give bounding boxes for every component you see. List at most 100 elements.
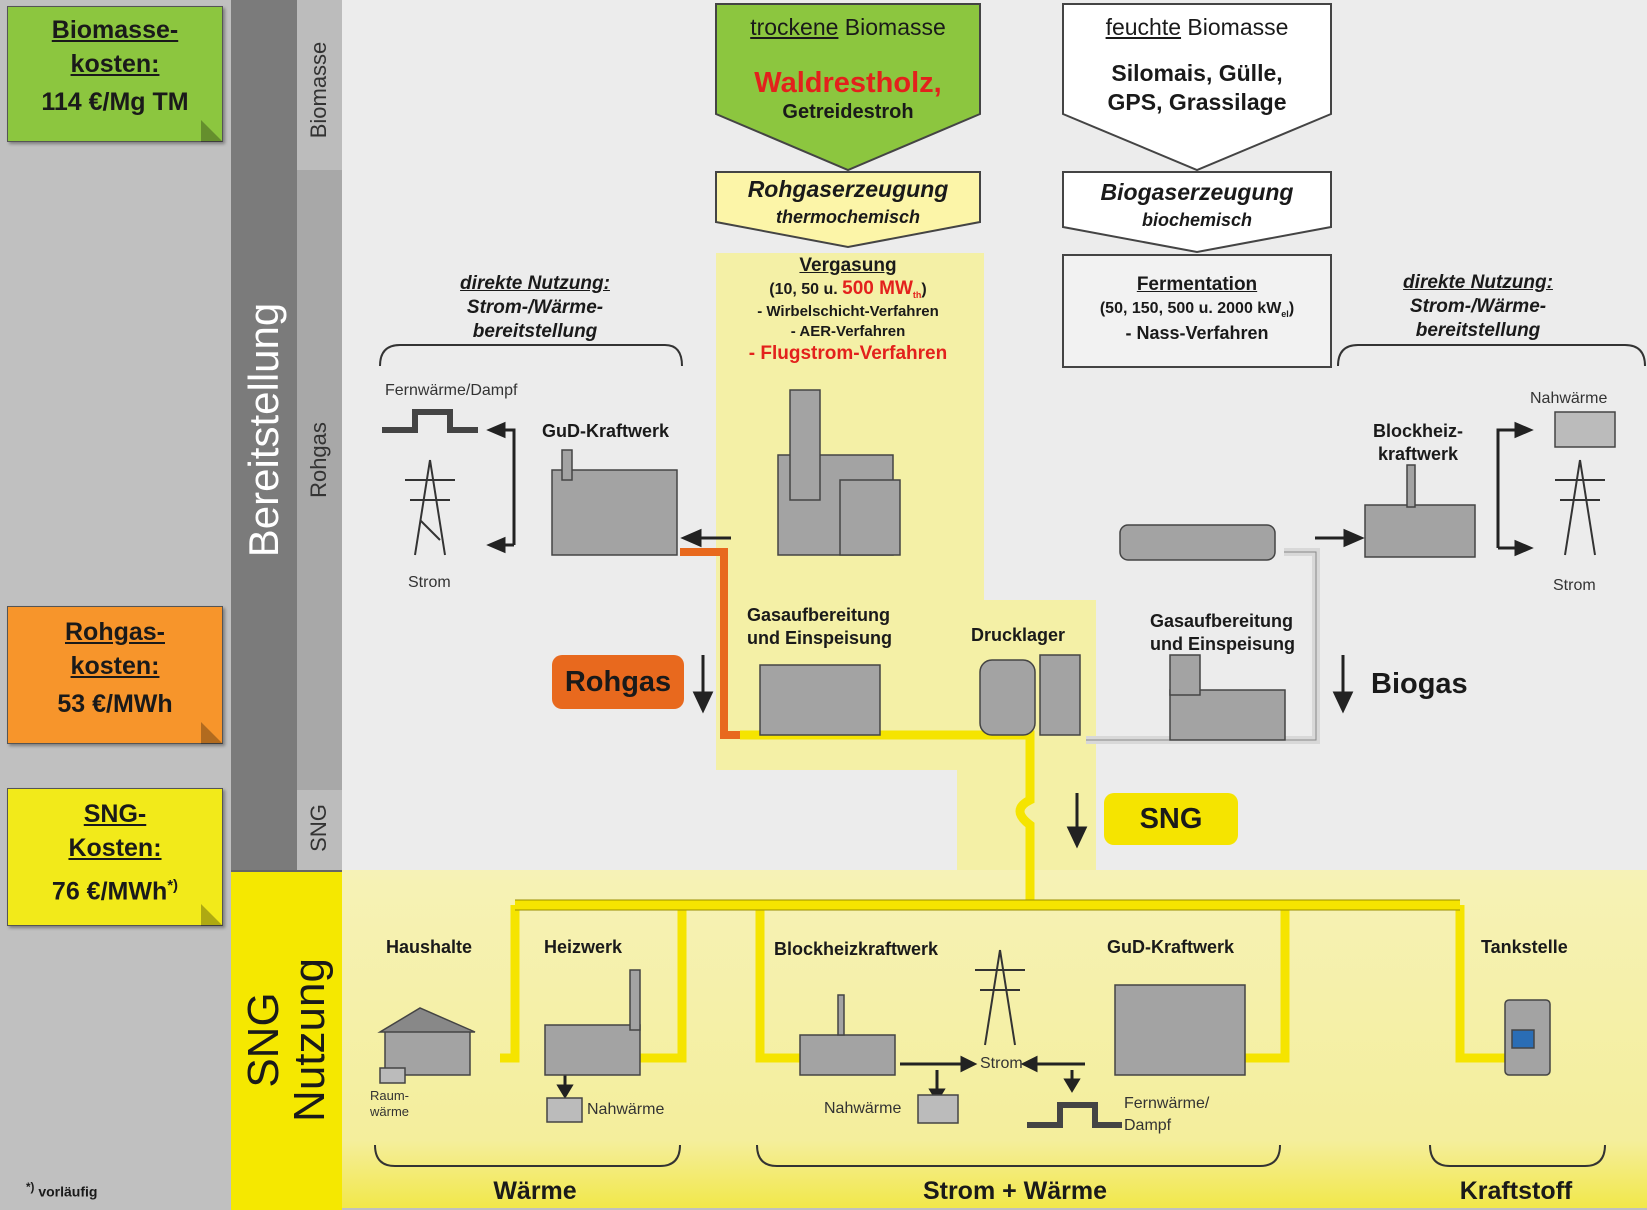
sng-pipe-heizwerk xyxy=(640,905,687,1063)
wet-biomass-title-rest: Biomasse xyxy=(1181,14,1289,40)
sng-cost-footnote-mark: *) xyxy=(167,877,179,894)
bhkw-plant-right xyxy=(1364,504,1476,558)
sng-pipe-left xyxy=(500,905,520,1063)
band-sng-nutzung xyxy=(231,870,342,1210)
right-strom-label: Strom xyxy=(1553,577,1596,594)
dry-biomass-title-underlined: trockene xyxy=(750,14,839,40)
wet-biomass-title: feuchte Biomasse xyxy=(1105,14,1289,40)
sng-cost-note: SNG- Kosten: 76 €/MWh*) xyxy=(7,788,223,926)
biogas-process-title: Biogaserzeugung xyxy=(1100,179,1294,205)
band-bereitstellung xyxy=(231,0,297,870)
sng-cost-value: 76 €/MWh xyxy=(51,877,168,906)
wet-biomass-line2: GPS, Grassilage xyxy=(1107,89,1287,115)
direct-left-1: direkte Nutzung: xyxy=(460,273,610,294)
left-gud-label: GuD-Kraftwerk xyxy=(542,421,670,441)
sng-pipe-tank xyxy=(1455,905,1505,1063)
arrow-right-split xyxy=(1496,428,1520,550)
footnote-text: vorläufig xyxy=(38,1183,98,1200)
vergasung-item-3: - Flugstrom-Verfahren xyxy=(748,343,948,364)
note-fold xyxy=(201,904,223,926)
fermentation-item-1: - Nass-Verfahren xyxy=(1125,323,1269,343)
rohgas-process-title: Rohgaserzeugung xyxy=(747,176,949,202)
category-waerme: Wärme xyxy=(493,1177,577,1205)
left-strom-label: Strom xyxy=(408,574,451,591)
rohgas-pipe xyxy=(680,548,740,739)
fermentation-scale-sub: el xyxy=(1281,309,1289,320)
dry-biomass-main: Waldrestholz, xyxy=(754,67,942,99)
gas-treatment-right-1: Gasaufbereitung xyxy=(1150,611,1294,631)
pylon-usage xyxy=(975,949,1025,1046)
pylon-right xyxy=(1555,459,1605,556)
dry-biomass-title-rest: Biomasse xyxy=(838,14,946,40)
vergasung-scale-sub: th xyxy=(912,290,922,301)
sng-pipe-gud xyxy=(1245,905,1290,1063)
fermentation-scale: (50, 150, 500 u. 2000 kWel) xyxy=(1100,298,1294,325)
bracket-strom-waerme xyxy=(756,1144,1281,1167)
usage-fernwaerme-1: Fernwärme/ xyxy=(1124,1095,1210,1112)
bracket-waerme xyxy=(374,1144,681,1167)
rohgas-cost-value: 53 €/MWh xyxy=(57,690,173,718)
usage-heizwerk: Heizwerk xyxy=(544,937,623,957)
usage-nahwaerme-2: Nahwärme xyxy=(824,1100,902,1117)
bhkw-plant-usage xyxy=(799,1034,896,1076)
dry-biomass-title: trockene Biomasse xyxy=(750,14,946,40)
usage-nahwaerme-1: Nahwärme xyxy=(587,1101,665,1118)
wet-biomass-title-underlined: feuchte xyxy=(1105,14,1182,40)
biogas-process-shape xyxy=(1062,171,1332,254)
biomass-cost-value: 114 €/Mg TM xyxy=(41,88,189,116)
sng-cost-title-1: SNG- xyxy=(83,800,147,828)
direct-left-3: bereitstellung xyxy=(472,321,598,342)
band-rohgas xyxy=(297,170,342,790)
gud-plant-left xyxy=(551,469,678,556)
vergasung-scale-pre: (10, 50 u. xyxy=(769,281,843,298)
radiator-nahwaerme-2 xyxy=(917,1094,959,1124)
heatpipe-left xyxy=(382,409,478,433)
sng-flow-label: SNG xyxy=(1104,793,1238,845)
rohgas-flow-label: Rohgas xyxy=(552,655,684,709)
category-kraftstoff: Kraftstoff xyxy=(1459,1177,1573,1205)
gas-treatment-left-2: und Einspeisung xyxy=(747,628,893,648)
direct-left-2: Strom-/Wärme- xyxy=(466,297,604,318)
usage-raumwaerme-2: wärme xyxy=(370,1104,410,1119)
brace-left xyxy=(379,344,683,367)
rohgas-cost-note: Rohgas-kosten: 53 €/MWh xyxy=(7,606,223,744)
rohgas-process-sub: thermochemisch xyxy=(775,207,921,227)
rohgas-cost-title-1: Rohgas- xyxy=(65,618,165,646)
radiator-right xyxy=(1554,411,1616,448)
wet-biomass-shape xyxy=(1062,3,1332,172)
usage-raumwaerme-1: Raum- xyxy=(370,1088,410,1103)
rohgas-cost-title-2: kosten: xyxy=(70,652,160,680)
drucklager-label: Drucklager xyxy=(971,625,1066,645)
note-fold xyxy=(201,120,223,142)
radiator-raumwaerme xyxy=(379,1067,406,1084)
vergasung-scale-post: ) xyxy=(921,281,927,298)
direct-right-3: bereitstellung xyxy=(1415,320,1541,341)
usage-gud: GuD-Kraftwerk xyxy=(1107,937,1235,957)
sng-cost-title-2: Kosten: xyxy=(68,834,162,862)
biogas-digesters xyxy=(1119,524,1276,561)
vergasung-scale: (10, 50 u. 500 MWth) xyxy=(769,278,927,306)
heizwerk-plant xyxy=(544,1024,641,1076)
note-fold xyxy=(201,722,223,744)
wet-biomass-line1: Silomais, Gülle, xyxy=(1111,60,1283,86)
vergasung-scale-value: 500 MW xyxy=(842,278,913,299)
pressure-storage xyxy=(979,659,1036,736)
fermentation-box xyxy=(1062,254,1332,368)
left-fernwaerme-label: Fernwärme/Dampf xyxy=(385,382,518,399)
bracket-kraftstoff xyxy=(1429,1144,1606,1167)
band-sng xyxy=(297,790,342,870)
usage-tankstelle: Tankstelle xyxy=(1481,937,1568,957)
arrow-left-split xyxy=(500,428,516,547)
gud-plant-usage xyxy=(1114,984,1246,1076)
gas-treatment-right xyxy=(1169,689,1286,741)
vergasung-title: Vergasung xyxy=(799,255,897,276)
vergasung-item-1: - Wirbelschicht-Verfahren xyxy=(757,303,939,320)
usage-fernwaerme-2: Dampf xyxy=(1124,1117,1172,1134)
pylon-left xyxy=(405,459,455,556)
biomass-cost-note: Biomasse-kosten:114 €/Mg TM xyxy=(7,6,223,142)
footnote: *) vorläufig xyxy=(26,1181,97,1200)
rohgas-process-shape xyxy=(715,171,981,249)
gas-treatment-right-2: und Einspeisung xyxy=(1150,634,1296,654)
radiator-nahwaerme-1 xyxy=(546,1097,583,1123)
